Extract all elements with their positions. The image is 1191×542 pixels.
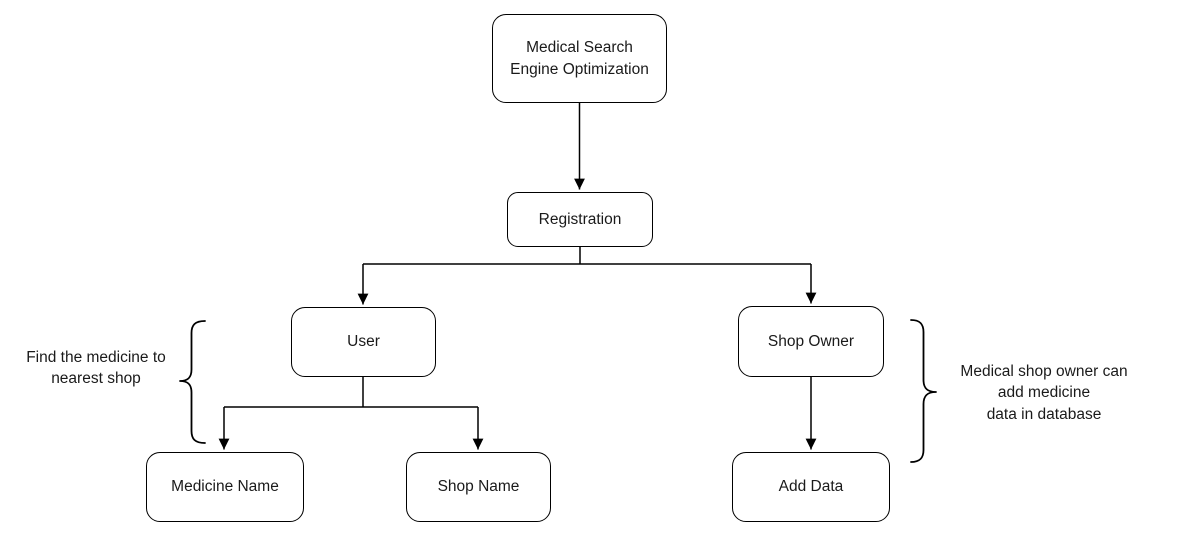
annotation-shop-owner-add-data: Medical shop owner can add medicine data… <box>960 363 1128 423</box>
node-shop-owner: Shop Owner <box>738 306 884 377</box>
node-user: User <box>291 307 436 377</box>
node-medical-search-engine-optimization: Medical Search Engine Optimization <box>492 14 667 103</box>
node-medicine-name: Medicine Name <box>146 452 304 522</box>
node-shop-name: Shop Name <box>406 452 551 522</box>
annotation-find-medicine-nearest-shop: Find the medicine to nearest shop <box>26 349 166 388</box>
node-add-data: Add Data <box>732 452 890 522</box>
node-registration: Registration <box>507 192 653 247</box>
right-brace <box>910 319 937 463</box>
